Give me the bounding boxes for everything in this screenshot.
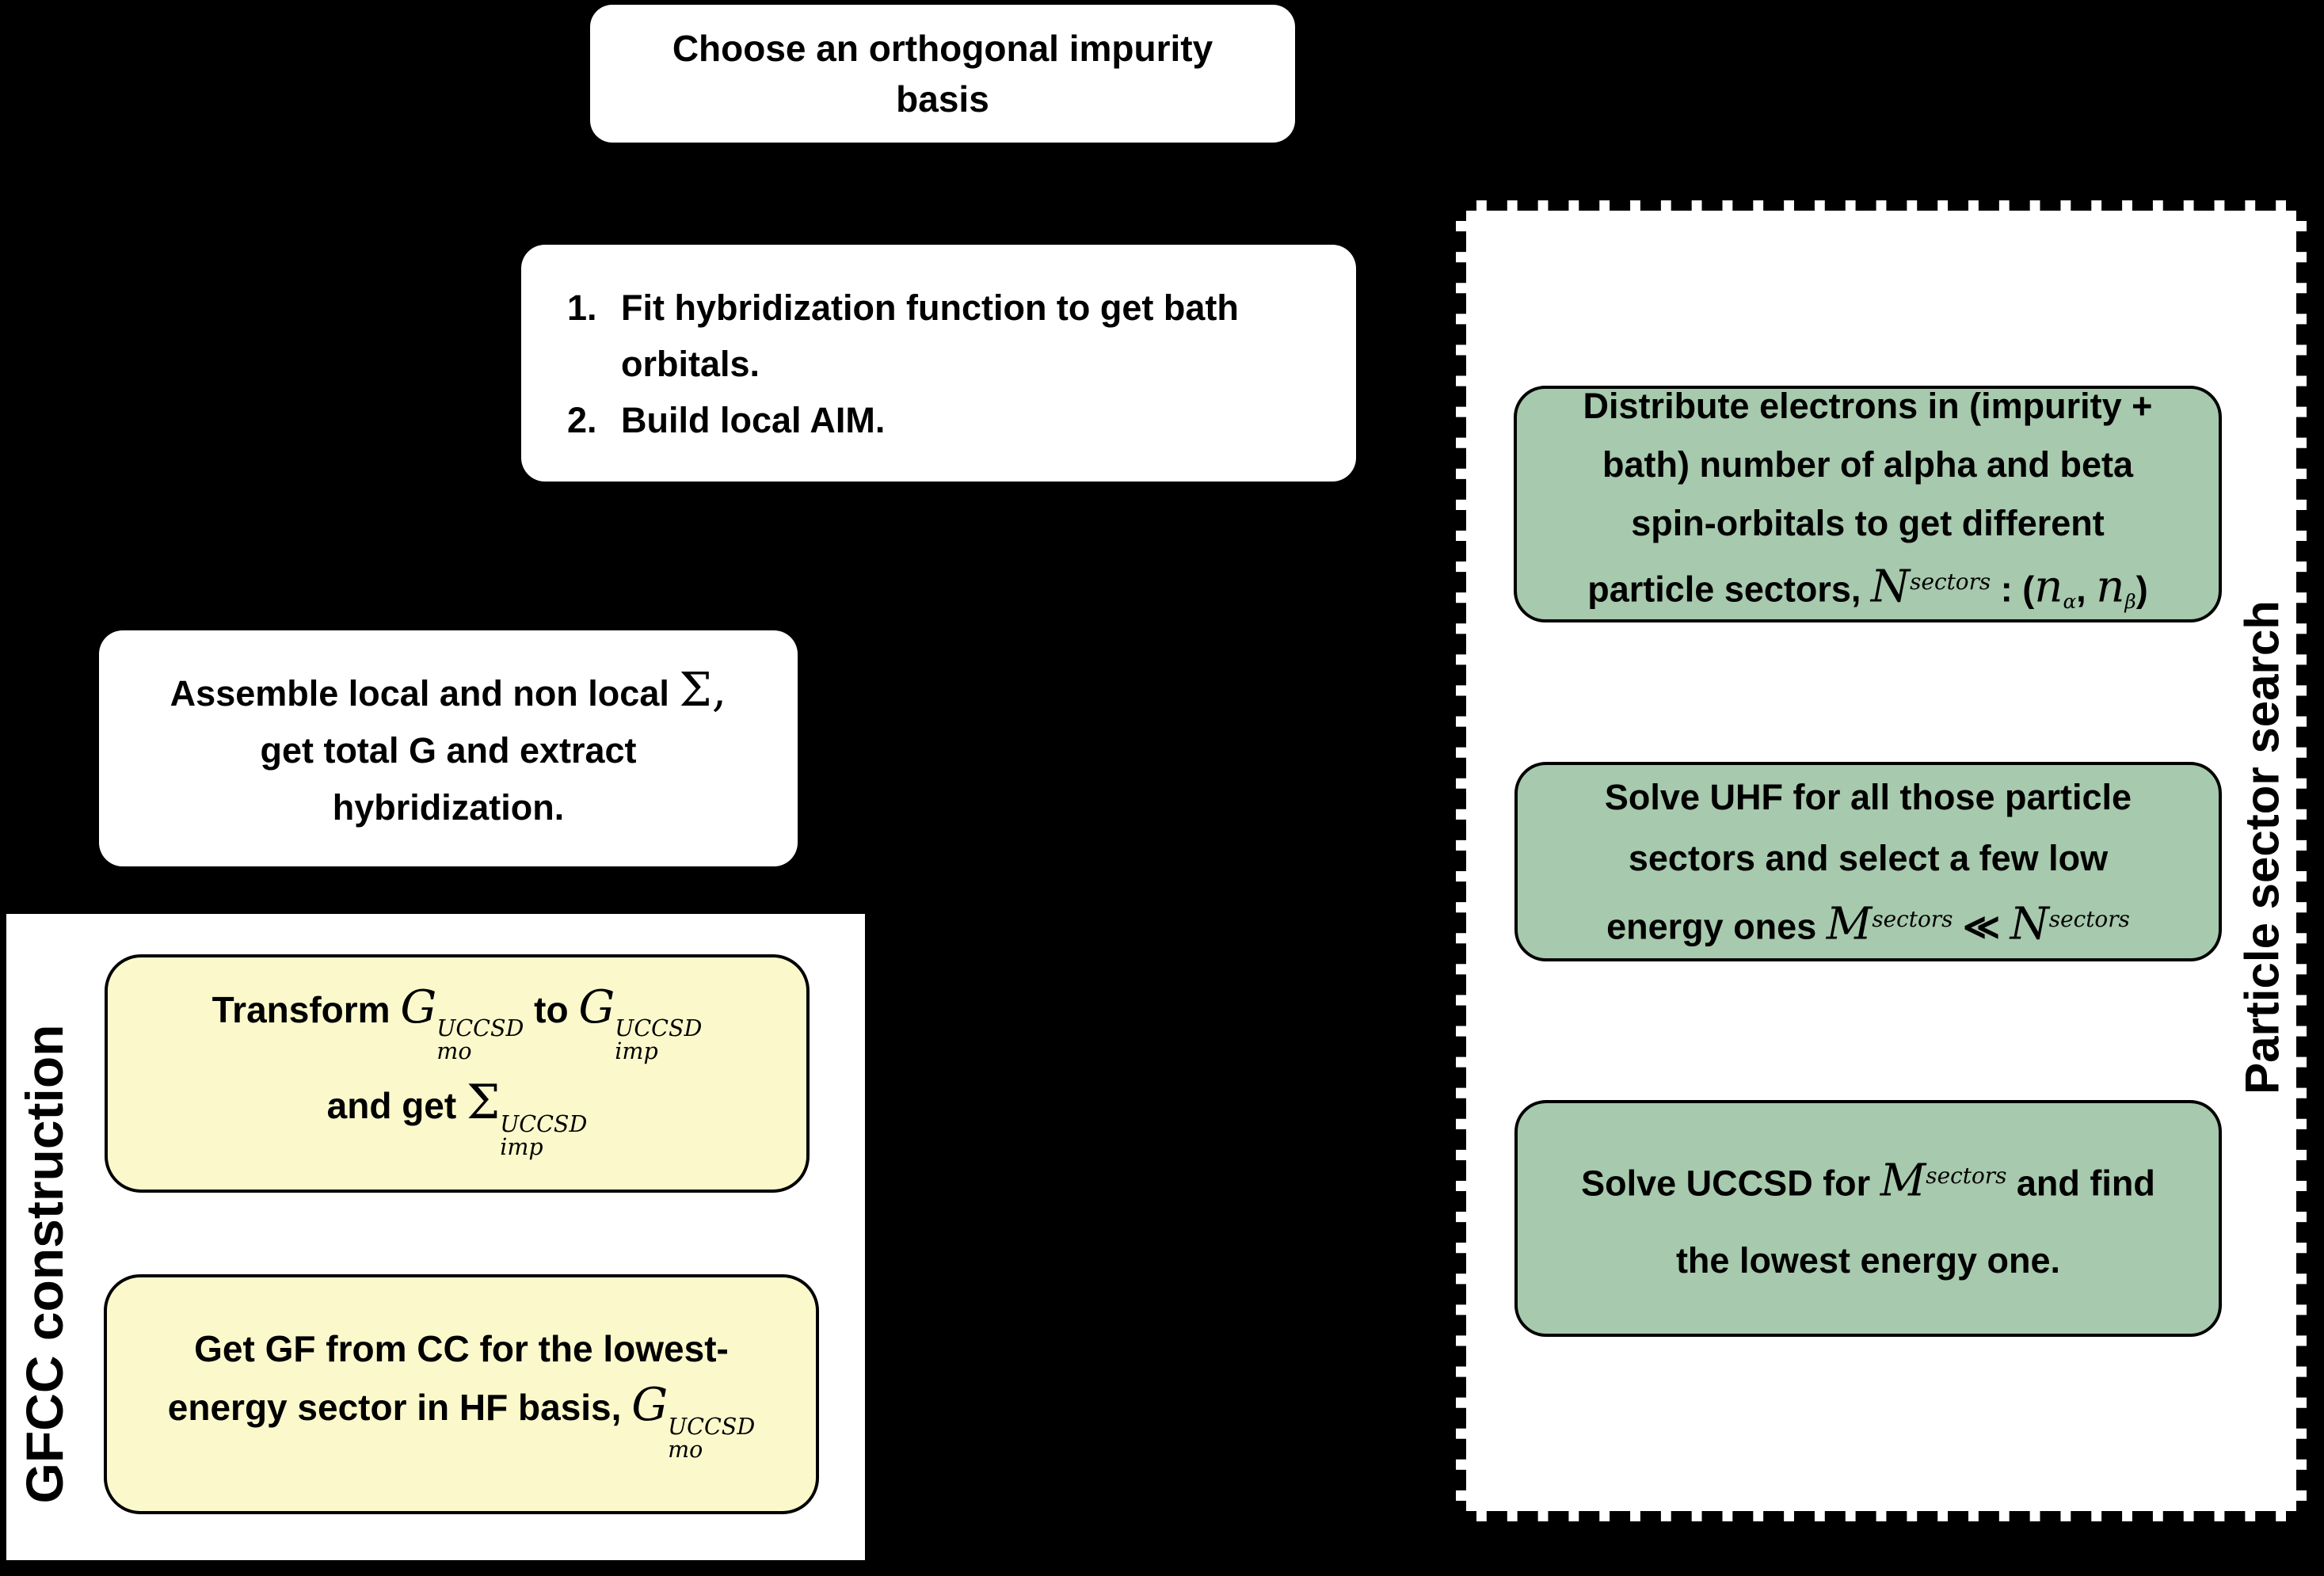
math-N-sectors: N [1870, 561, 1911, 613]
arrow-assemble-to-steps [440, 371, 529, 399]
getgf-text-1: Get GF from CC for the lowest- [194, 1328, 729, 1370]
transform-text-3: and get [326, 1084, 467, 1126]
steps-list: Fit hybridization function to get bath o… [521, 245, 1356, 448]
math-sigma-imp: Σ [466, 1074, 501, 1130]
math-sub-alpha: α [2063, 590, 2077, 613]
distribute-text-3: spin-orbitals to get different [1631, 503, 2105, 543]
math-sup-sectors: sectors [1910, 569, 1991, 595]
getgf-text-2: energy sector in HF basis, [167, 1387, 632, 1429]
distribute-colon: : ( [1991, 569, 2035, 610]
transform-text-2: to [524, 988, 579, 1030]
get-gf-from-cc-box: Get GF from CC for the lowest- energy se… [104, 1274, 819, 1514]
uhf-text-2: sectors and select a few low [1628, 837, 2109, 878]
steps-box: Fit hybridization function to get bath o… [521, 245, 1356, 482]
math-sub-imp: imp [615, 1038, 658, 1065]
solve-uhf-box: Solve UHF for all those particle sectors… [1514, 762, 2222, 961]
particle-sector-search-label: Particle sector search [2235, 600, 2289, 1094]
gfcc-construction-label: GFCC construction [15, 1024, 74, 1504]
assemble-text-3: hybridization. [332, 787, 565, 828]
assemble-text-2: get total G and extract [260, 730, 637, 771]
step-item-build-aim: Build local AIM. [607, 392, 1332, 448]
distribute-electrons-box: Distribute electrons in (impurity + bath… [1514, 386, 2222, 622]
uccsd-text-1: Solve UCCSD for [1581, 1163, 1880, 1204]
choose-basis-text: Choose an orthogonal impurity basis [672, 28, 1213, 120]
distribute-comma: , [2076, 569, 2097, 610]
assemble-box: Assemble local and non local Σ, get tota… [99, 630, 798, 866]
math-G-mo: G [631, 1378, 669, 1432]
distribute-text-1: Distribute electrons in (impurity + [1583, 386, 2153, 426]
math-sup-sectors: sectors [2048, 905, 2130, 932]
math-sup-uccsd: UCCSD [615, 1015, 703, 1042]
arrow-choose-to-steps [740, 147, 768, 243]
math-sup-uccsd: UCCSD [668, 1413, 756, 1440]
transform-text-1: Transform [211, 988, 401, 1030]
distribute-text-4: particle sectors, [1587, 569, 1871, 610]
distribute-text-2: bath) number of alpha and beta [1602, 444, 2134, 485]
math-sup-sectors: sectors [1872, 905, 1953, 932]
step-item-fit-hybridization: Fit hybridization function to get bath o… [607, 280, 1332, 392]
math-G-imp: G [578, 980, 615, 1034]
math-sup-sectors: sectors [1926, 1162, 2007, 1189]
assemble-text-1: Assemble local and non local [170, 673, 680, 714]
math-G-mo: G [400, 980, 437, 1034]
math-sup-uccsd: UCCSD [500, 1111, 588, 1138]
math-sub-mo: mo [436, 1038, 472, 1065]
math-n-beta: n [2096, 561, 2125, 613]
uccsd-text-3: the lowest energy one. [1675, 1240, 2061, 1281]
much-less-than-symbol: ≪ [1953, 906, 2010, 947]
solve-uccsd-box: Solve UCCSD for Msectors and find the lo… [1514, 1100, 2222, 1337]
arrow-pss-to-steps [1349, 265, 1456, 294]
math-M-sectors: M [1880, 1155, 1926, 1207]
math-sub-beta: β [2124, 590, 2136, 613]
choose-basis-box: Choose an orthogonal impurity basis [590, 5, 1295, 143]
math-sub-mo: mo [668, 1436, 703, 1463]
distribute-close-paren: ) [2135, 569, 2148, 610]
math-M-sectors: M [1826, 898, 1873, 950]
sigma-symbol: Σ, [679, 663, 727, 717]
uccsd-text-2: and find [2006, 1163, 2155, 1204]
math-sub-imp: imp [500, 1134, 543, 1161]
uhf-text-3: energy ones [1606, 906, 1827, 947]
math-n-alpha: n [2034, 561, 2063, 613]
math-N-sectors: N [2010, 898, 2049, 950]
uhf-text-1: Solve UHF for all those particle [1604, 776, 2132, 817]
math-sup-uccsd: UCCSD [436, 1015, 524, 1042]
